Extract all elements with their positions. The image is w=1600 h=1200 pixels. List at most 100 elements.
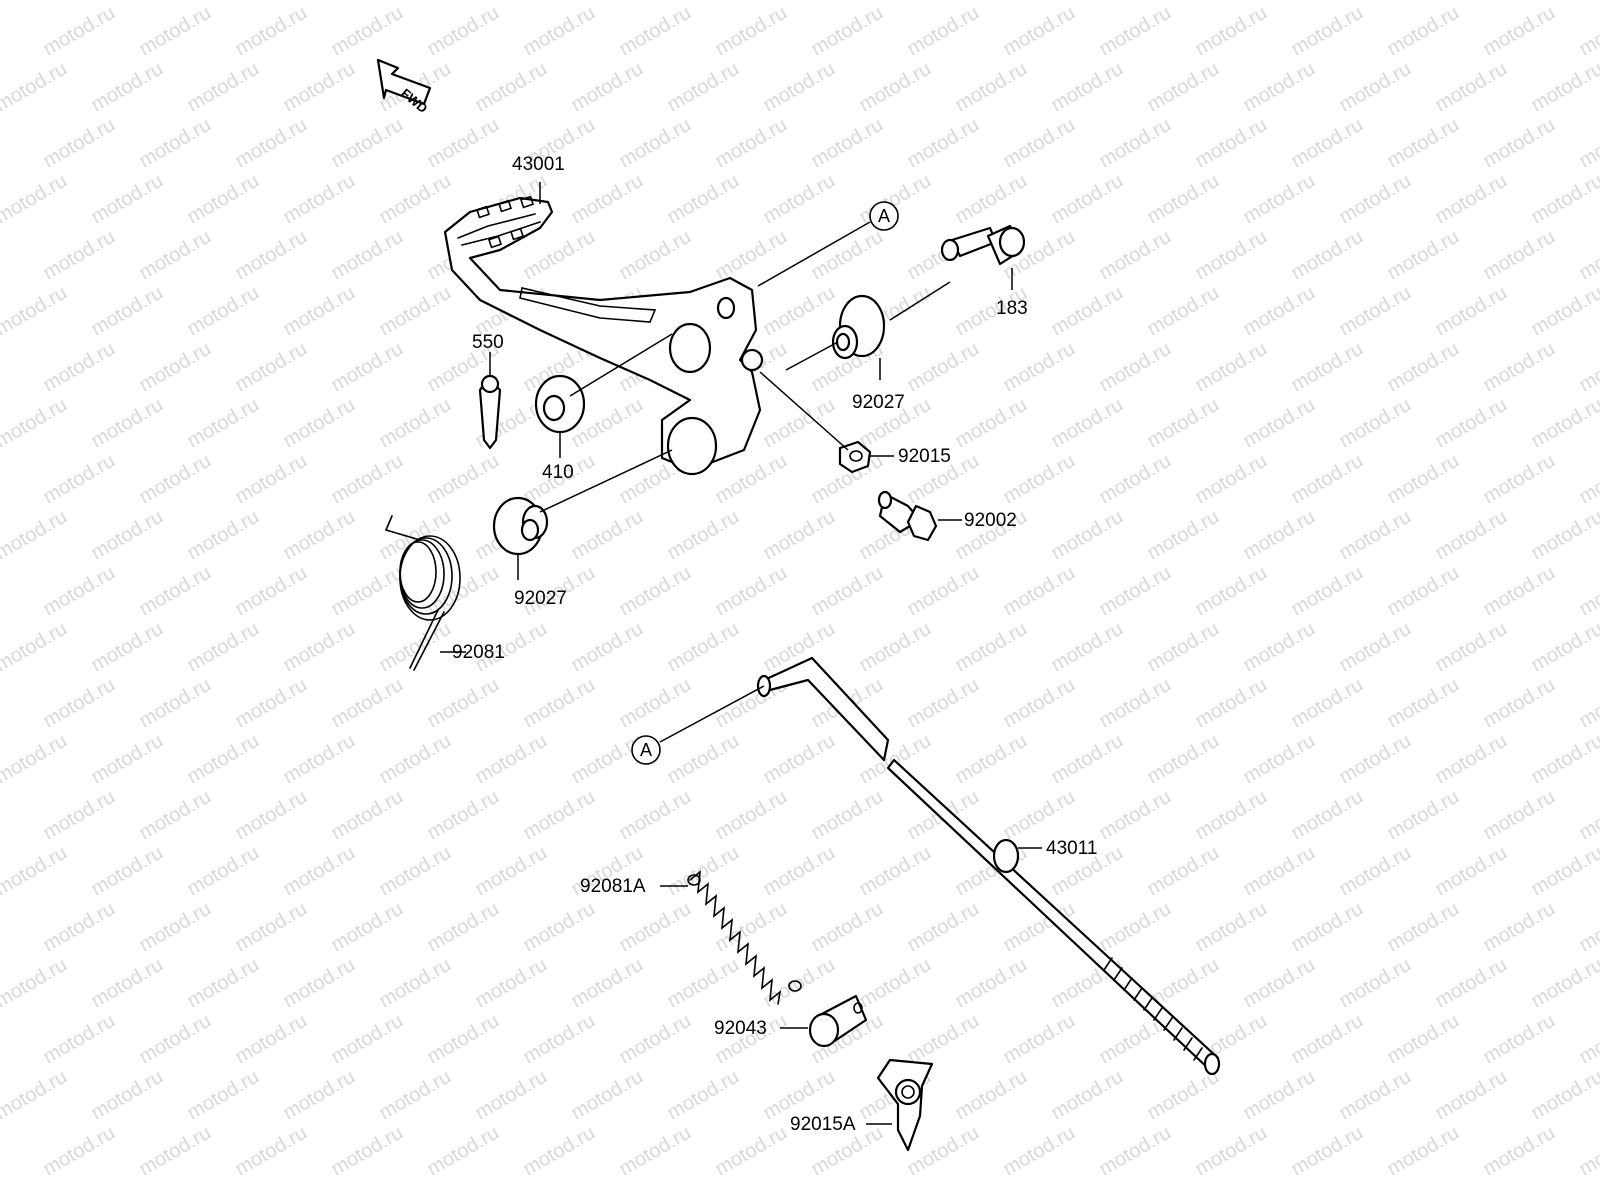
watermark-text: motod.ru [568,58,647,117]
watermark-text: motod.ru [424,674,503,733]
watermark-text: motod.ru [1336,730,1415,789]
watermark-text: motod.ru [568,618,647,677]
watermark-text: motod.ru [184,170,263,229]
watermark-text: motod.ru [1432,394,1511,453]
watermark-text: motod.ru [664,58,743,117]
watermark-text: motod.ru [1576,114,1600,173]
spring-92081A [687,870,802,1005]
watermark-text: motod.ru [1240,730,1319,789]
watermark-text: motod.ru [616,114,695,173]
watermark-text: motod.ru [1480,1122,1559,1181]
watermark-text: motod.ru [1576,562,1600,621]
watermark-text: motod.ru [424,786,503,845]
watermark-text: motod.ru [1144,618,1223,677]
watermark-text: motod.ru [664,506,743,565]
watermark-text: motod.ru [424,1010,503,1069]
watermark-text: motod.ru [1096,450,1175,509]
watermark-text: motod.ru [760,282,839,341]
watermark-text: motod.ru [1048,730,1127,789]
watermark-text: motod.ru [1432,954,1511,1013]
watermark-text: motod.ru [1000,562,1079,621]
watermark-text: motod.ru [1000,114,1079,173]
watermark-text: motod.ru [1096,226,1175,285]
watermark-text: motod.ru [328,674,407,733]
watermark-text: motod.ru [280,842,359,901]
watermark-text: motod.ru [808,2,887,61]
watermark-text: motod.ru [1192,450,1271,509]
label-92027-right: 92027 [852,392,905,413]
watermark-text: motod.ru [712,114,791,173]
watermark-text: motod.ru [232,450,311,509]
watermark-text: motod.ru [568,1066,647,1125]
watermark-text: motod.ru [1384,674,1463,733]
watermark-text: motod.ru [0,58,71,117]
cotter-pin-550 [478,374,502,450]
watermark-text: motod.ru [1480,114,1559,173]
watermark-text: motod.ru [232,786,311,845]
watermark-text: motod.ru [1432,58,1511,117]
watermark-text: motod.ru [856,954,935,1013]
watermark-text: motod.ru [520,1010,599,1069]
watermark-text: motod.ru [1096,338,1175,397]
watermark-text: motod.ru [1576,1122,1600,1181]
label-92043: 92043 [714,1018,767,1039]
watermark-text: motod.ru [424,898,503,957]
watermark-text: motod.ru [520,786,599,845]
watermark-text: motod.ru [1240,282,1319,341]
watermark-text: motod.ru [136,450,215,509]
watermark-text: motod.ru [184,394,263,453]
watermark-text: motod.ru [1432,730,1511,789]
bushing-92027-right [831,294,886,360]
label-43011: 43011 [1046,838,1097,859]
bolt-183 [940,224,1026,266]
watermark-text: motod.ru [1288,1010,1367,1069]
watermark-text: motod.ru [1336,618,1415,677]
watermark-text: motod.ru [1576,226,1600,285]
watermark-text: motod.ru [88,282,167,341]
watermark-text: motod.ru [1336,170,1415,229]
watermark-text: motod.ru [40,114,119,173]
watermark-text: motod.ru [1240,954,1319,1013]
watermark-text: motod.ru [1336,58,1415,117]
label-43001: 43001 [512,154,565,175]
watermark-text: motod.ru [1288,226,1367,285]
torsion-spring-92081 [384,515,461,671]
watermark-text: motod.ru [1528,506,1600,565]
watermark-text: motod.ru [184,0,263,4]
watermark-text: motod.ru [0,394,71,453]
watermark-text: motod.ru [568,506,647,565]
watermark-text: motod.ru [1192,898,1271,957]
watermark-text: motod.ru [1336,954,1415,1013]
watermark-text: motod.ru [904,1010,983,1069]
watermark-text: motod.ru [280,954,359,1013]
watermark-text: motod.ru [184,842,263,901]
watermark-text: motod.ru [664,730,743,789]
watermark-text: motod.ru [376,1066,455,1125]
watermark-text: motod.ru [712,226,791,285]
watermark-text: motod.ru [1384,562,1463,621]
watermark-text: motod.ru [520,226,599,285]
watermark-text: motod.ru [232,1122,311,1181]
watermark-text: motod.ru [1384,1122,1463,1181]
bolt-92002 [877,490,938,542]
watermark-text: motod.ru [760,58,839,117]
label-410: 410 [542,462,574,483]
watermark-text: motod.ru [952,618,1031,677]
watermark-text: motod.ru [1144,58,1223,117]
watermark-text: motod.ru [520,1122,599,1181]
watermark-text: motod.ru [1528,954,1600,1013]
svg-text:A: A [878,206,890,226]
watermark-text: motod.ru [616,674,695,733]
watermark-text: motod.ru [1528,1066,1600,1125]
watermark-text: motod.ru [1576,450,1600,509]
watermark-text: motod.ru [40,226,119,285]
watermark-text: motod.ru [328,786,407,845]
watermark-text: motod.ru [376,394,455,453]
watermark-text: motod.ru [568,170,647,229]
watermark-text: motod.ru [280,506,359,565]
watermark-text: motod.ru [1192,114,1271,173]
watermark-text: motod.ru [328,114,407,173]
watermark-text: motod.ru [1192,226,1271,285]
brake-pedal-43001 [443,195,764,476]
